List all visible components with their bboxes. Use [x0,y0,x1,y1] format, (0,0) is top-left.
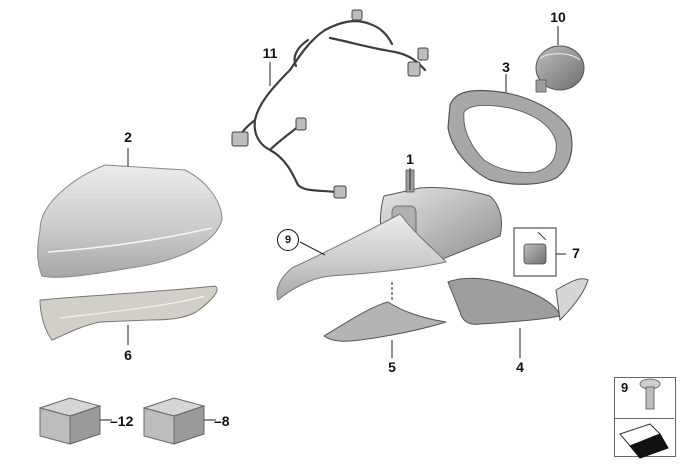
callout-3: 3 [502,59,510,75]
turn-signal-strip [39,285,218,345]
callout-11: 11 [262,45,278,61]
mirror-motor [535,26,585,93]
fastener-panel-divider [614,418,674,456]
callout-1: 1 [406,151,414,167]
callout-7: 7 [572,245,580,261]
mirror-frame [447,74,573,185]
kit-box-12 [38,397,112,445]
lower-trim [447,277,589,358]
callout-4: 4 [516,359,524,375]
trim-bracket [323,282,447,358]
mirror-cap [37,148,223,278]
kit-box-8 [142,397,216,445]
fastener-panel-label: 9 [621,380,629,395]
harness-connectors [231,9,429,199]
callout-5: 5 [388,359,396,375]
callout-10: 10 [550,9,566,25]
callout-9-circle: 9 [277,229,299,251]
sensor-box [513,227,566,277]
callout-12: –12 [110,413,134,429]
mirror-arm-cover [276,213,447,301]
callout-6: 6 [124,347,132,363]
callout-8: –8 [214,413,230,429]
callout-2: 2 [124,129,132,145]
